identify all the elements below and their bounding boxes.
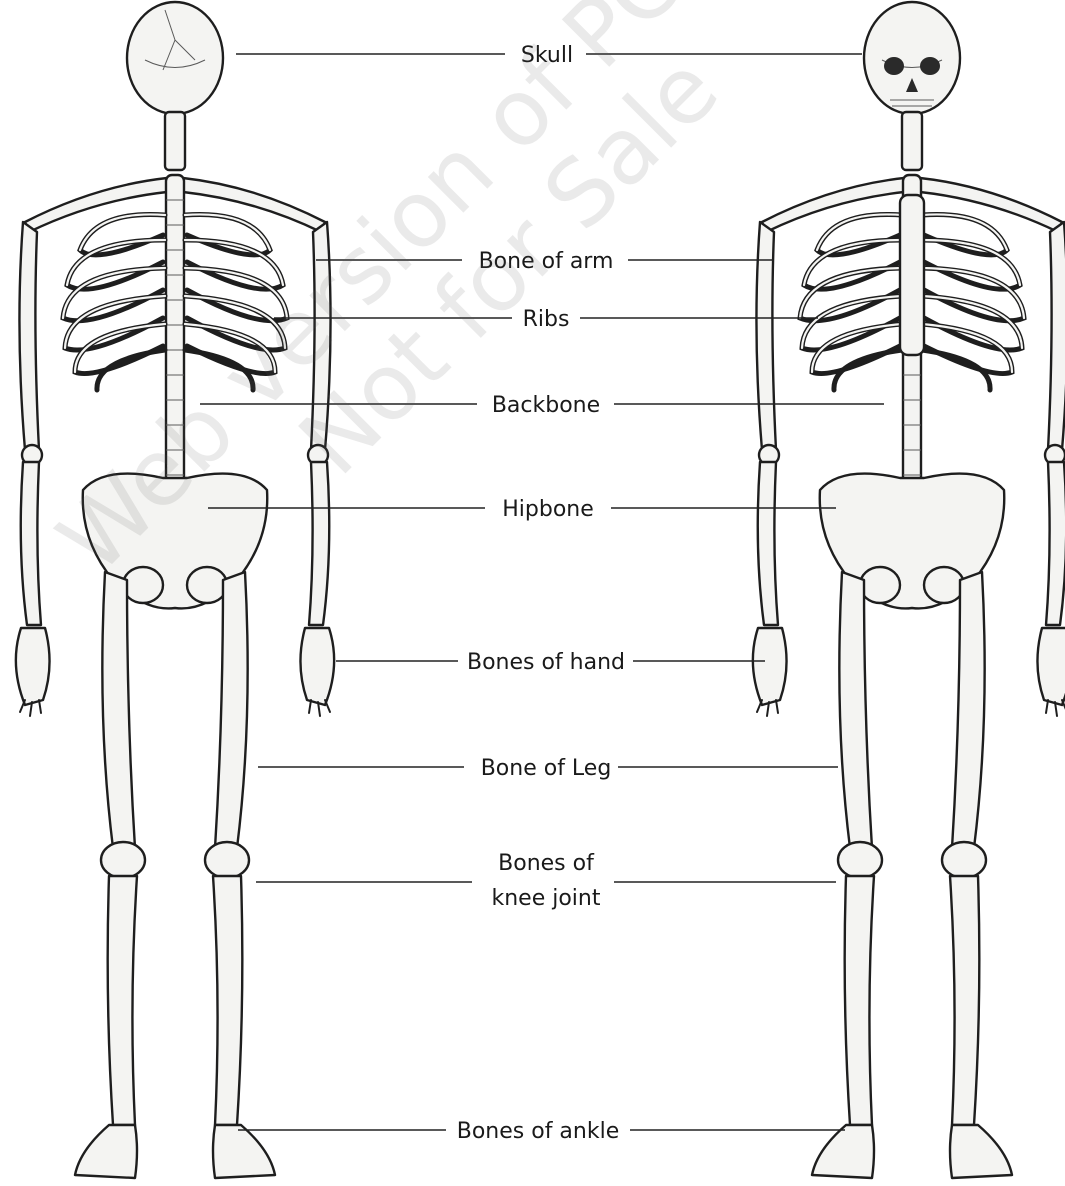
- labels: Skull Bone of arm Ribs Backbone Hipbone …: [457, 43, 625, 1144]
- label-bones-of-ankle: Bones of ankle: [457, 1119, 620, 1144]
- skeleton-back-view: [16, 2, 334, 1178]
- label-bone-of-arm: Bone of arm: [479, 249, 614, 274]
- label-bones-of-knee-joint-line2: knee joint: [491, 886, 600, 911]
- label-bone-of-leg: Bone of Leg: [481, 756, 612, 781]
- label-backbone: Backbone: [492, 393, 600, 418]
- label-bones-of-hand: Bones of hand: [467, 650, 625, 675]
- skeleton-front-view: [753, 2, 1065, 1178]
- label-skull: Skull: [521, 43, 573, 68]
- label-ribs: Ribs: [523, 307, 570, 332]
- label-hipbone: Hipbone: [502, 497, 594, 522]
- label-bones-of-knee-joint-line1: Bones of: [498, 851, 595, 876]
